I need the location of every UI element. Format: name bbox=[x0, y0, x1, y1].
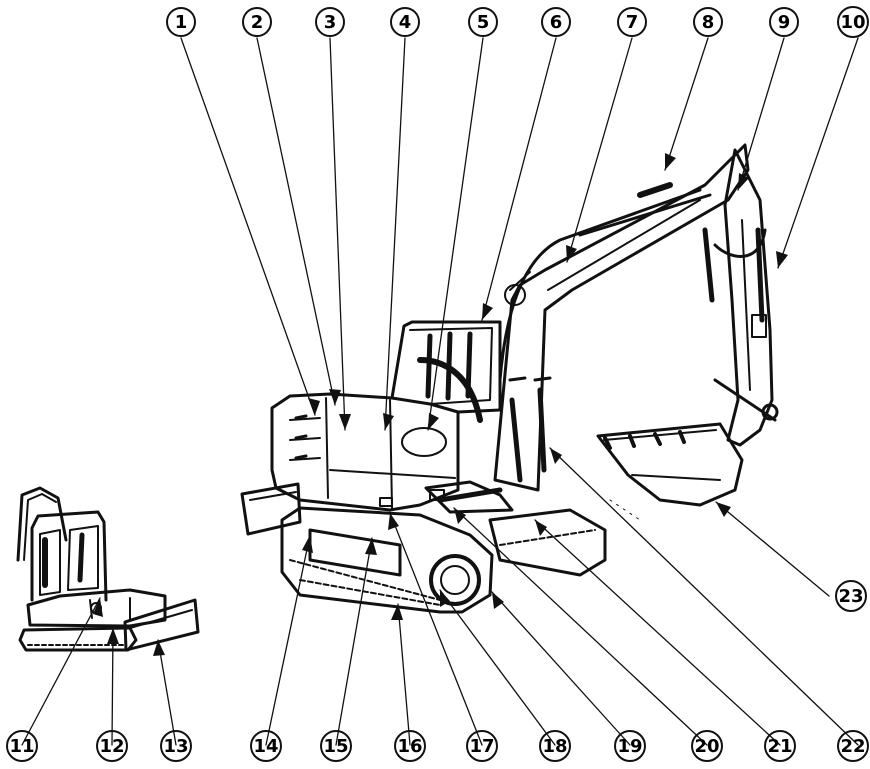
callout-15: 15 bbox=[320, 730, 352, 762]
callout-18: 18 bbox=[539, 730, 571, 762]
callout-16: 16 bbox=[394, 730, 426, 762]
callout-19: 19 bbox=[614, 730, 646, 762]
callout-5-number: 5 bbox=[477, 12, 490, 33]
callout-23: 23 bbox=[835, 580, 867, 612]
callout-22-number: 22 bbox=[840, 736, 865, 757]
callout-17-number: 17 bbox=[469, 736, 494, 757]
callout-17: 17 bbox=[466, 730, 498, 762]
callout-10-number: 10 bbox=[840, 12, 865, 33]
callout-19-number: 19 bbox=[617, 736, 642, 757]
callout-10: 10 bbox=[837, 6, 869, 38]
callout-23-number: 23 bbox=[838, 586, 863, 607]
callout-9: 9 bbox=[769, 7, 799, 37]
track-assembly bbox=[280, 506, 607, 614]
callout-1: 1 bbox=[166, 7, 196, 37]
callout-6-number: 6 bbox=[550, 12, 563, 33]
callout-13: 13 bbox=[160, 730, 192, 762]
callout-15-number: 15 bbox=[323, 736, 348, 757]
callout-7: 7 bbox=[617, 7, 647, 37]
boom bbox=[493, 143, 750, 492]
main-excavator bbox=[240, 143, 779, 614]
callout-22: 22 bbox=[837, 730, 869, 762]
callout-9-number: 9 bbox=[778, 12, 791, 33]
callout-3-number: 3 bbox=[324, 12, 337, 33]
callout-2: 2 bbox=[242, 7, 272, 37]
callout-20-number: 20 bbox=[694, 736, 719, 757]
callout-18-number: 18 bbox=[542, 736, 567, 757]
arm-and-bucket bbox=[596, 148, 779, 507]
callout-16-number: 16 bbox=[397, 736, 422, 757]
callout-21-number: 21 bbox=[767, 736, 792, 757]
callout-8-number: 8 bbox=[702, 12, 715, 33]
callout-13-number: 13 bbox=[163, 736, 188, 757]
callout-4: 4 bbox=[390, 7, 420, 37]
callout-1-number: 1 bbox=[175, 12, 188, 33]
callout-6: 6 bbox=[541, 7, 571, 37]
callout-11: 11 bbox=[6, 730, 38, 762]
callout-14-number: 14 bbox=[253, 736, 278, 757]
callout-7-number: 7 bbox=[626, 12, 639, 33]
operator-cab bbox=[390, 320, 502, 423]
callout-14: 14 bbox=[250, 730, 282, 762]
leader-lines bbox=[21, 37, 859, 746]
callout-2-number: 2 bbox=[251, 12, 264, 33]
callout-12-number: 12 bbox=[99, 736, 124, 757]
callout-20: 20 bbox=[691, 730, 723, 762]
callout-4-number: 4 bbox=[399, 12, 412, 33]
callout-11-number: 11 bbox=[9, 736, 34, 757]
callout-8: 8 bbox=[693, 7, 723, 37]
callout-5: 5 bbox=[468, 7, 498, 37]
callout-21: 21 bbox=[764, 730, 796, 762]
callout-12: 12 bbox=[96, 730, 128, 762]
leader-arrowheads bbox=[93, 153, 788, 656]
callout-3: 3 bbox=[315, 7, 345, 37]
small-excavator-rear-view bbox=[16, 486, 200, 652]
